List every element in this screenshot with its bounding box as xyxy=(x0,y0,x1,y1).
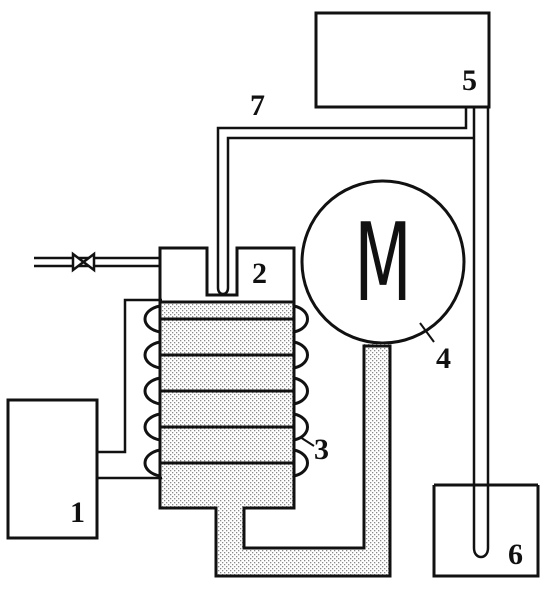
leader-3 xyxy=(299,436,315,447)
box-5 xyxy=(314,11,491,109)
leader-4 xyxy=(419,322,435,343)
valve-icon xyxy=(71,251,96,273)
valve-inlet xyxy=(34,256,160,268)
label-4: 4 xyxy=(436,342,451,375)
label-5: 5 xyxy=(462,64,477,97)
capillary-tube-7 xyxy=(216,107,474,296)
vessel-stipple xyxy=(160,302,390,576)
vessel-2 xyxy=(158,246,392,578)
heating-coil-3 xyxy=(143,304,309,478)
motor-4 xyxy=(300,179,466,345)
box-6 xyxy=(432,485,540,578)
label-3: 3 xyxy=(314,433,329,466)
box-1 xyxy=(6,398,99,540)
wire-upper xyxy=(97,298,162,454)
label-1: 1 xyxy=(70,496,85,529)
tube-to-box-6 xyxy=(472,107,490,559)
label-2: 2 xyxy=(252,257,267,290)
label-6: 6 xyxy=(508,538,523,571)
label-7: 7 xyxy=(250,89,265,122)
motor-symbol: M xyxy=(354,201,412,326)
